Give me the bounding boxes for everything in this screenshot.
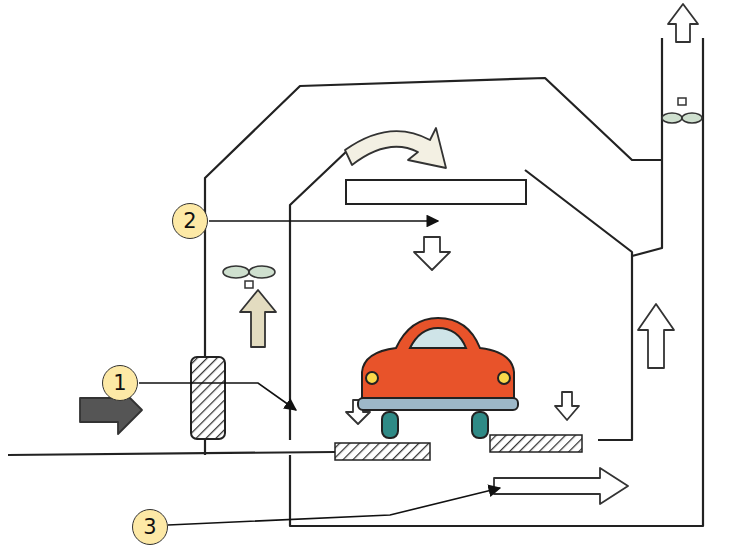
fan bbox=[662, 98, 702, 123]
callout-number: 1 bbox=[102, 365, 138, 401]
ceiling-filter bbox=[346, 180, 526, 204]
callout-number: 2 bbox=[172, 203, 208, 239]
intake-filter bbox=[191, 357, 225, 439]
floor-grating bbox=[490, 435, 582, 452]
leader-line bbox=[139, 221, 500, 525]
fan bbox=[223, 266, 275, 288]
floor-grating bbox=[335, 443, 430, 460]
callout-number: 3 bbox=[132, 509, 168, 545]
car bbox=[358, 318, 518, 438]
booth-walls bbox=[8, 38, 703, 526]
air-flow-arrow bbox=[80, 4, 698, 504]
